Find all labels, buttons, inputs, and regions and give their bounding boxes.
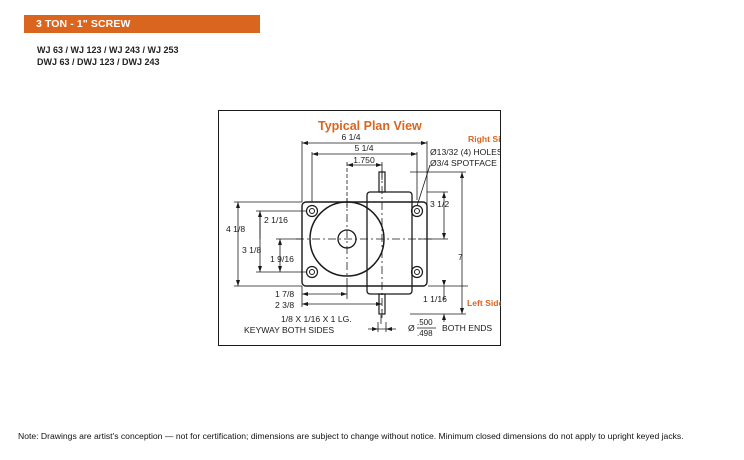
bolt-hole-top-left: [305, 204, 319, 218]
dim-bottom-1: 1 7/8: [275, 289, 294, 299]
dim-left-inner: 1 9/16: [270, 254, 294, 264]
section-title: 3 TON - 1" SCREW: [24, 15, 260, 33]
dim-left-upper: 2 1/16: [264, 215, 288, 225]
model-list-dwj: DWJ 63 / DWJ 123 / DWJ 243: [37, 57, 160, 67]
keyway-note-line1: 1/8 X 1/16 X 1 LG.: [281, 314, 352, 324]
housing-body: [301, 201, 428, 287]
keyway-note-line2: KEYWAY BOTH SIDES: [244, 325, 334, 335]
dim-bottom-2: 2 3/8: [275, 300, 294, 310]
holes-note: Ø13/32 (4) HOLES: [430, 147, 501, 157]
dim-overall-height: 7: [458, 252, 463, 262]
footnote: Note: Drawings are artist's conception —…: [18, 431, 684, 441]
shaft-dia-lower: .498: [417, 329, 433, 338]
dim-overall-width: 6 1/4: [341, 132, 360, 142]
plan-view-drawing: Typical Plan View Right Side Left Side: [218, 110, 511, 346]
dim-bolt-width: 5 1/4: [354, 143, 373, 153]
model-list-wj: WJ 63 / WJ 123 / WJ 243 / WJ 253: [37, 45, 179, 55]
dim-center-offset: 1.750: [353, 155, 375, 165]
drawing-frame: [218, 110, 501, 346]
shaft-dia-note: BOTH ENDS: [442, 323, 492, 333]
bolt-hole-bottom-right: [410, 265, 424, 279]
shaft-dia-upper: .500: [417, 318, 433, 327]
worm-box: [366, 191, 413, 295]
dim-right-lower: 1 1/16: [423, 294, 447, 304]
arrowheads: [236, 141, 464, 331]
bolt-hole-bottom-left: [305, 265, 319, 279]
spotface-note: Ø3/4 SPOTFACE: [430, 158, 497, 168]
shaft-dia-prefix: Ø: [408, 323, 415, 333]
right-side-label: Right Side: [468, 134, 501, 144]
left-side-label: Left Side: [467, 298, 501, 308]
dim-right-upper: 3 1/2: [430, 199, 449, 209]
drawing-title: Typical Plan View: [318, 119, 422, 133]
dim-left-mid: 3 1/8: [242, 245, 261, 255]
dim-left-outer: 4 1/8: [226, 224, 245, 234]
